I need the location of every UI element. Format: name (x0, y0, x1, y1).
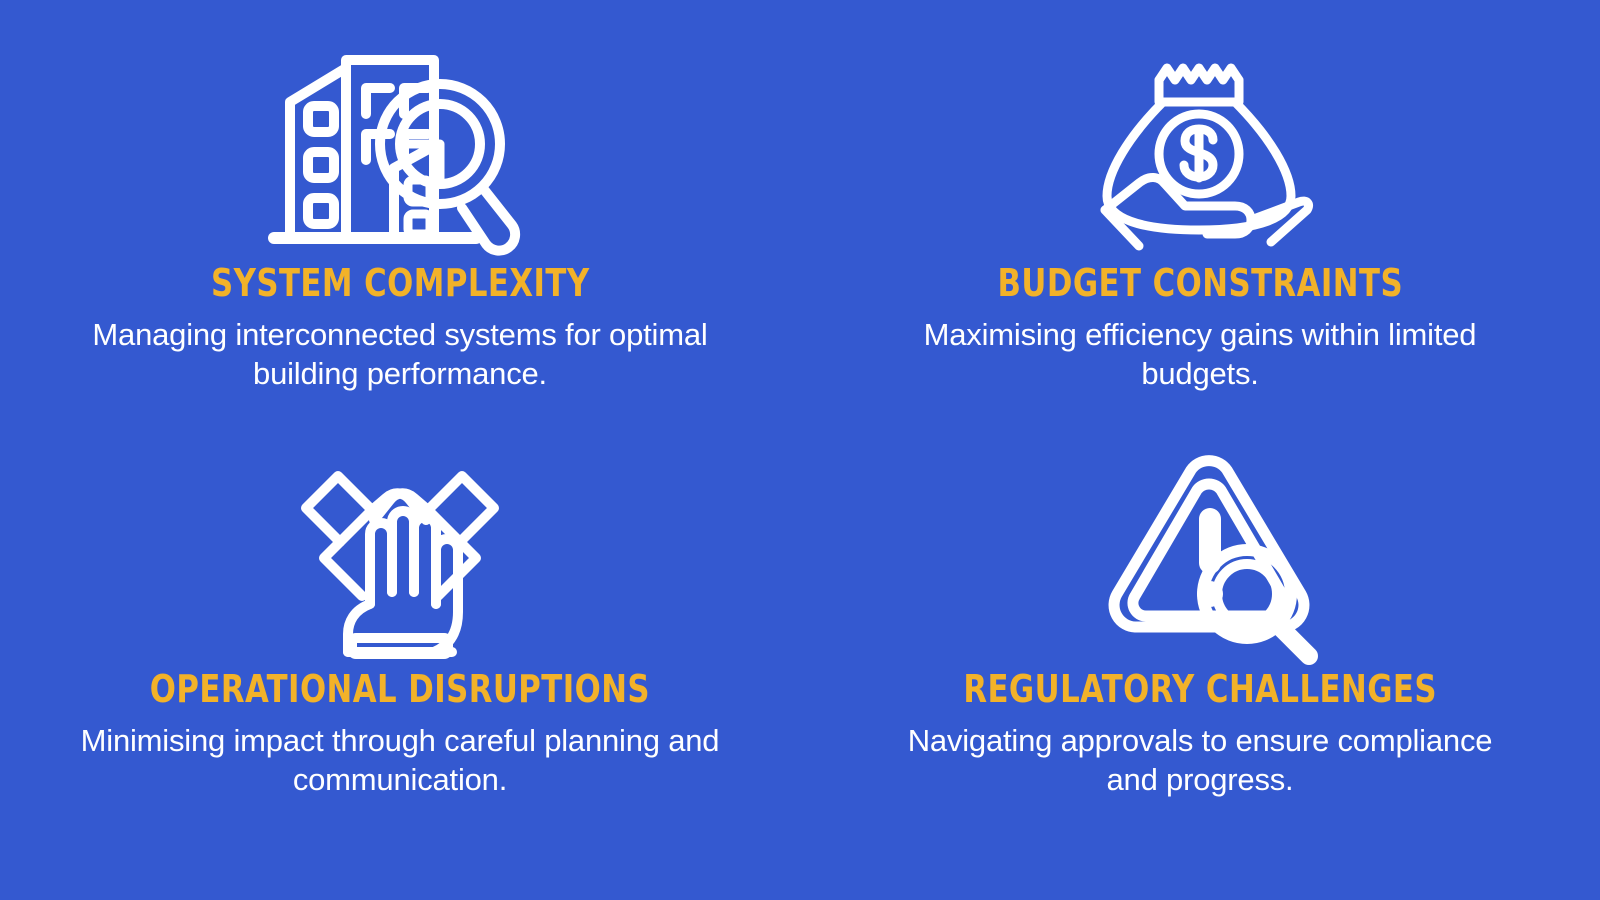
card-title: SYSTEM COMPLEXITY (210, 261, 590, 305)
card-description: Maximising efficiency gains within limit… (923, 316, 1477, 391)
teamwork-hands-icon (300, 450, 500, 662)
card-title: BUDGET CONSTRAINTS (997, 261, 1403, 305)
card-description: Managing interconnected systems for opti… (92, 316, 708, 391)
card-title: OPERATIONAL DISRUPTIONS (149, 667, 651, 711)
card-operational-disruptions: OPERATIONAL DISRUPTIONS Minimising impac… (0, 450, 800, 850)
card-system-complexity: SYSTEM COMPLEXITY Managing interconnecte… (0, 50, 800, 450)
card-description: Minimising impact through careful planni… (80, 722, 720, 797)
warning-triangle-search-icon (1079, 450, 1321, 665)
card-title: REGULATORY CHALLENGES (963, 667, 1437, 711)
card-budget-constraints: BUDGET CONSTRAINTS Maximising efficiency… (800, 50, 1600, 450)
building-search-icon (260, 50, 540, 256)
card-regulatory-challenges: REGULATORY CHALLENGES Navigating approva… (800, 450, 1600, 850)
card-description: Navigating approvals to ensure complianc… (907, 722, 1493, 797)
money-bag-hand-icon (1089, 50, 1314, 251)
